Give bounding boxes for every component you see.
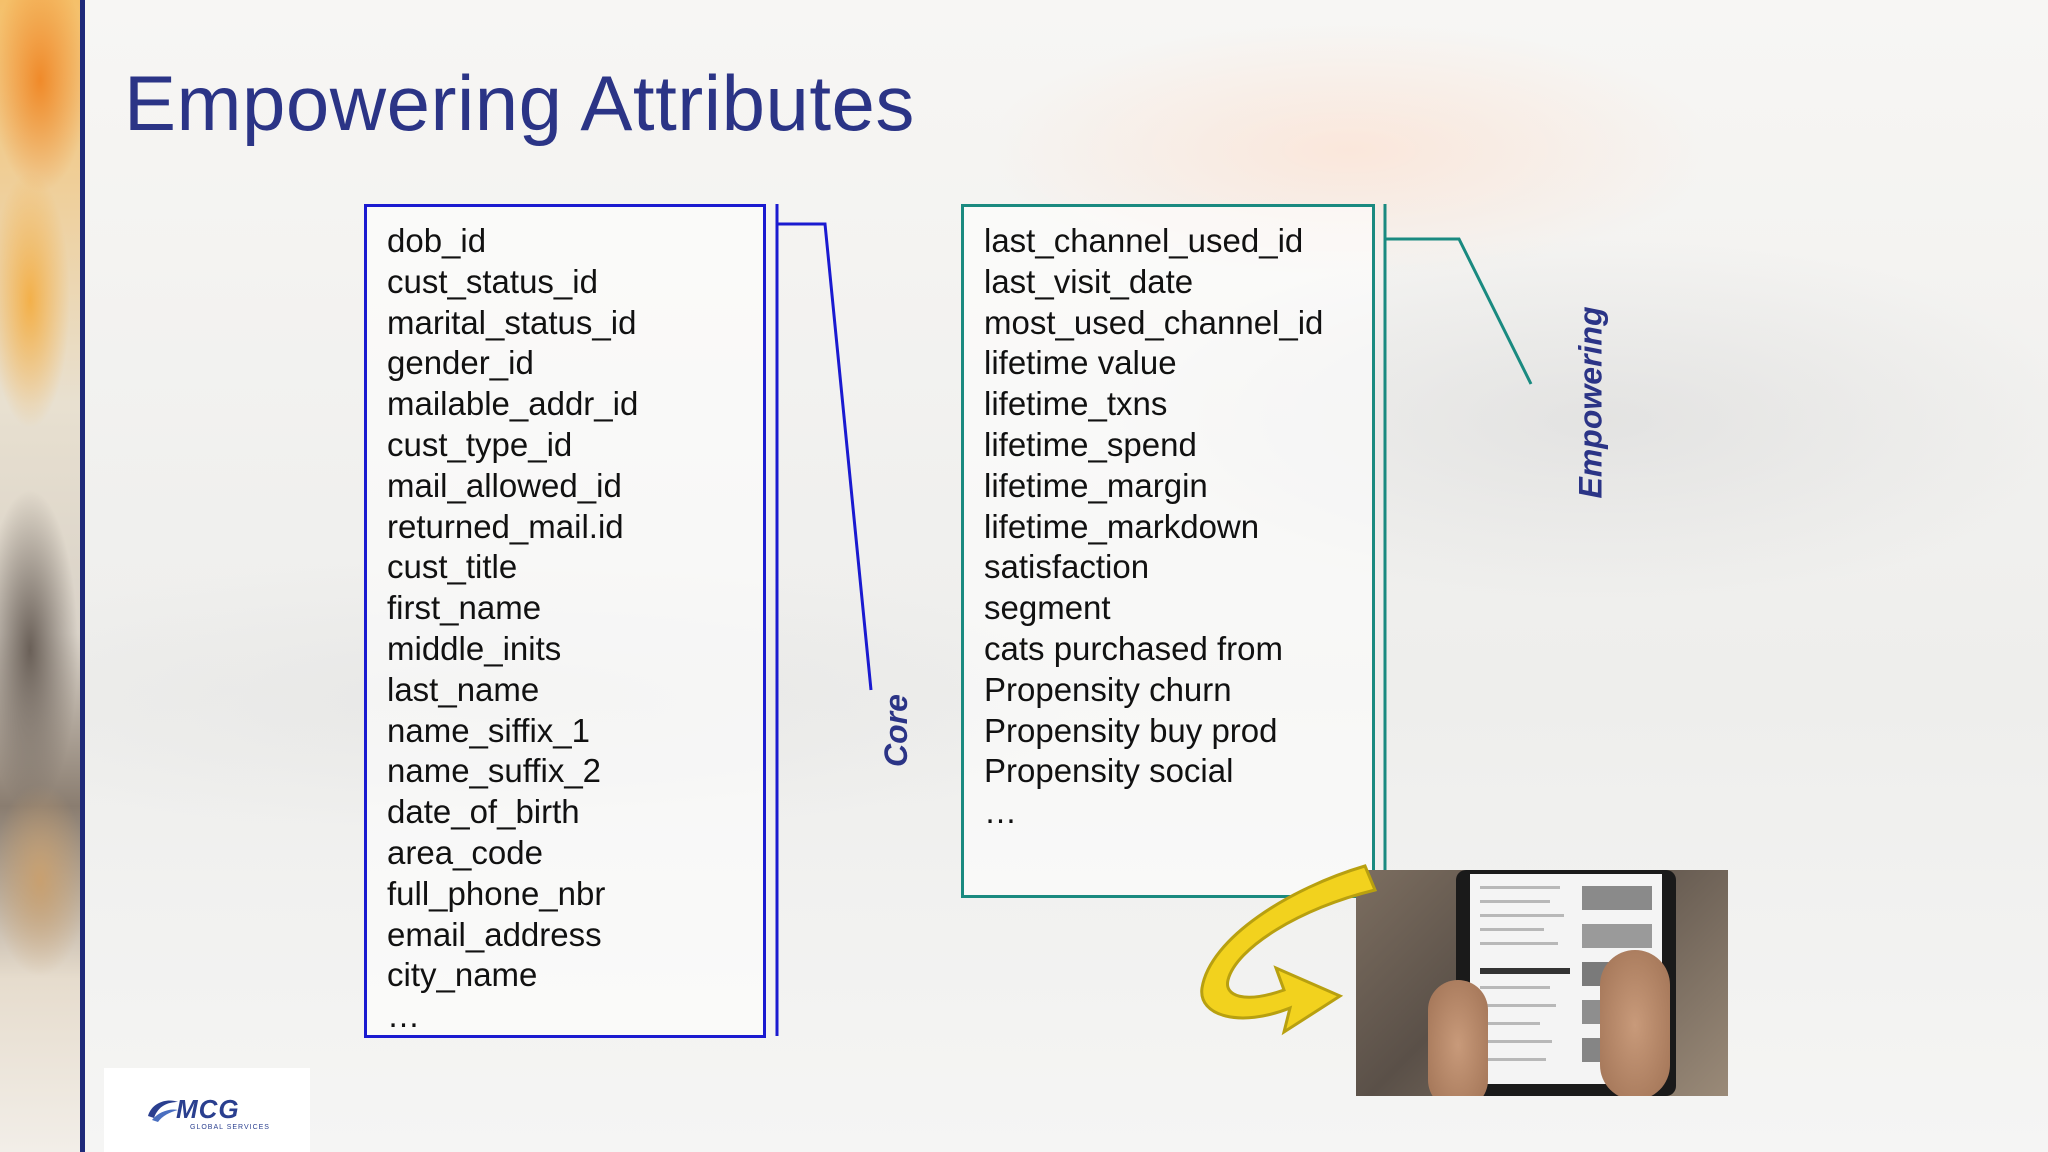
core-attribute: full_phone_nbr xyxy=(387,874,606,912)
screen-button xyxy=(1480,968,1570,974)
empowering-label: Empowering xyxy=(1572,306,1609,499)
core-attribute: returned_mail.id xyxy=(387,507,624,545)
core-attribute: name_suffix_2 xyxy=(387,752,602,790)
core-attribute: email_address xyxy=(387,915,602,953)
screen-row xyxy=(1480,1004,1556,1007)
empowering-attribute: … xyxy=(984,793,1017,831)
empowering-attribute: last_visit_date xyxy=(984,262,1194,300)
empowering-attribute: lifetime_txns xyxy=(984,385,1168,423)
empowering-attribute: segment xyxy=(984,589,1111,627)
logo-subtitle: GLOBAL SERVICES xyxy=(190,1124,270,1131)
core-attribute: cust_type_id xyxy=(387,425,573,463)
core-bracket-leader xyxy=(777,222,873,691)
core-attribute: marital_status_id xyxy=(387,303,637,341)
empowering-attribute: lifetime_markdown xyxy=(984,507,1260,545)
tablet-photo xyxy=(1356,870,1728,1096)
screen-row xyxy=(1480,914,1564,917)
core-attribute: gender_id xyxy=(387,344,534,382)
screen-thumbnail xyxy=(1582,886,1652,910)
core-attribute: dob_id xyxy=(387,222,487,259)
empowering-attribute: cats purchased from xyxy=(984,629,1283,667)
right-hand xyxy=(1600,950,1670,1096)
core-attribute: date_of_birth xyxy=(387,793,580,831)
screen-row xyxy=(1480,1040,1552,1043)
screen-row xyxy=(1480,928,1544,931)
core-label: Core xyxy=(877,694,914,767)
slide-title: Empowering Attributes xyxy=(124,59,915,147)
company-logo: MCG GLOBAL SERVICES xyxy=(104,1068,310,1152)
core-attribute: cust_status_id xyxy=(387,262,598,300)
decorative-side-strip xyxy=(0,0,80,1152)
empowering-attribute: Propensity churn xyxy=(984,670,1232,708)
core-attribute: mailable_addr_id xyxy=(387,385,639,423)
screen-row xyxy=(1480,1058,1546,1061)
vertical-rule xyxy=(80,0,85,1152)
screen-thumbnail xyxy=(1582,924,1652,948)
logo-name: MCG xyxy=(176,1094,240,1124)
screen-row xyxy=(1480,942,1558,945)
empowering-attribute: Propensity social xyxy=(984,752,1234,790)
empowering-attribute: Propensity buy prod xyxy=(984,711,1278,749)
core-attribute: first_name xyxy=(387,589,542,627)
curved-arrow-icon xyxy=(1200,864,1378,1036)
empowering-attributes-box: last_channel_used_id last_visit_date mos… xyxy=(961,204,1375,898)
screen-row xyxy=(1480,1022,1540,1025)
screen-row xyxy=(1480,986,1550,989)
swoosh-icon xyxy=(148,1100,178,1122)
core-attribute: city_name xyxy=(387,956,538,994)
empowering-attribute: last_channel_used_id xyxy=(984,222,1304,259)
empowering-attribute: satisfaction xyxy=(984,548,1150,586)
empowering-attribute: lifetime_margin xyxy=(984,466,1208,504)
core-attribute: cust_title xyxy=(387,548,518,586)
core-attribute: name_siffix_1 xyxy=(387,711,591,749)
core-attribute: area_code xyxy=(387,833,543,871)
core-attribute: middle_inits xyxy=(387,629,562,667)
empowering-bracket-leader xyxy=(1385,237,1533,385)
empowering-attribute: most_used_channel_id xyxy=(984,303,1324,341)
core-attributes-box: dob_id cust_status_id marital_status_id … xyxy=(364,204,766,1038)
core-attribute: last_name xyxy=(387,670,540,708)
empowering-attribute: lifetime value xyxy=(984,344,1177,382)
screen-row xyxy=(1480,900,1550,903)
core-attribute: mail_allowed_id xyxy=(387,466,622,504)
core-attribute: … xyxy=(387,997,420,1035)
left-hand xyxy=(1428,980,1488,1096)
empowering-attribute: lifetime_spend xyxy=(984,425,1197,463)
screen-row xyxy=(1480,886,1560,889)
